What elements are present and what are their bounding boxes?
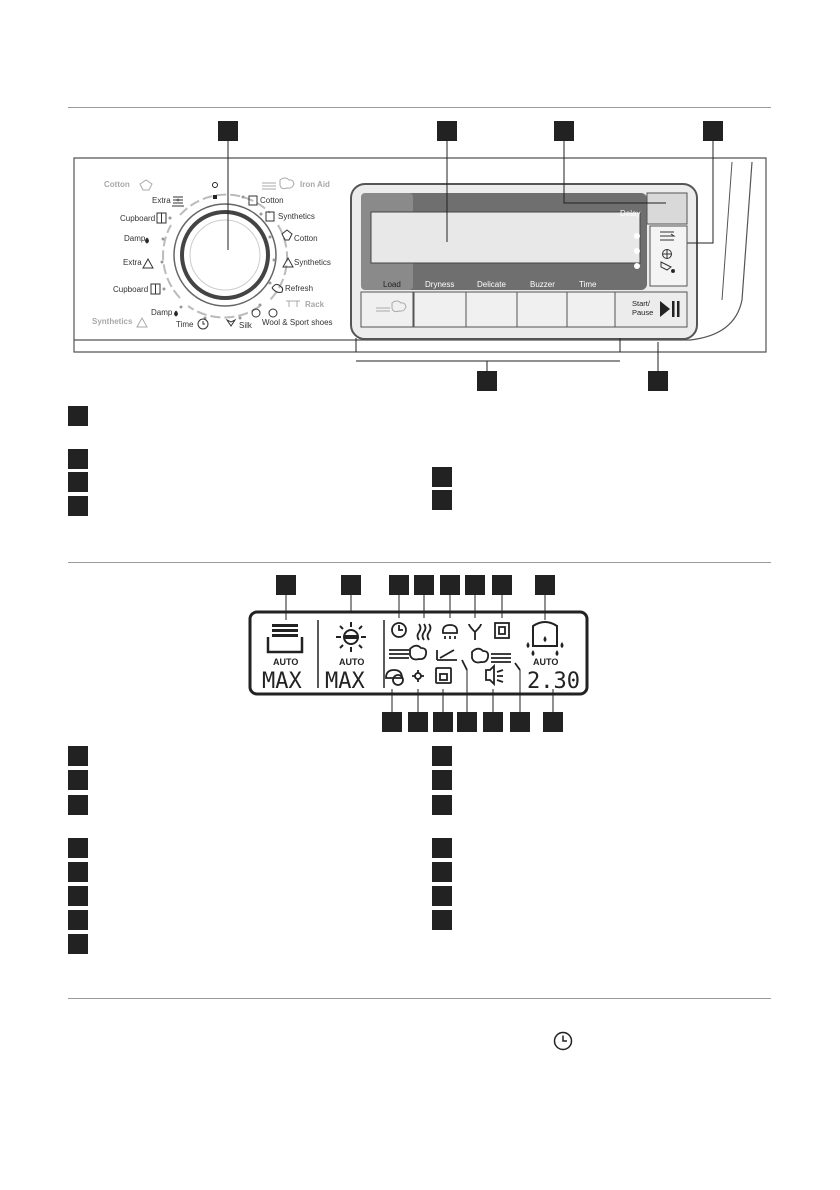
legend-marker [68, 770, 88, 790]
delicate-label: Delicate [477, 280, 506, 289]
legend-marker [432, 490, 452, 510]
legend-marker [68, 934, 88, 954]
legend-marker [68, 406, 88, 426]
legend-marker [68, 862, 88, 882]
dial-label-damp: Damp [124, 234, 146, 243]
dial-label-cotton-right-2: Cotton [294, 234, 318, 243]
callout-marker [492, 575, 512, 595]
display-auto-dryness: AUTO [339, 657, 364, 667]
callout-marker [703, 121, 723, 141]
dial-label-iron-aid: Iron Aid [300, 180, 330, 189]
callout-marker [535, 575, 555, 595]
callout-marker [440, 575, 460, 595]
legend-marker [432, 746, 452, 766]
callout-marker [554, 121, 574, 141]
legend-marker [68, 910, 88, 930]
legend-marker [68, 746, 88, 766]
callout-marker [414, 575, 434, 595]
time-label: Time [579, 280, 597, 289]
legend-marker [68, 886, 88, 906]
section-rule-bottom [68, 998, 771, 999]
callout-marker [341, 575, 361, 595]
callout-marker [457, 712, 477, 732]
section-rule-top [68, 107, 771, 108]
legend-marker [432, 795, 452, 815]
callout-marker [510, 712, 530, 732]
display-time-value: 2.30 [527, 669, 580, 694]
dial-label-cotton: Cotton [104, 180, 130, 189]
dial-label-synthetics: Synthetics [92, 317, 133, 326]
callout-marker [433, 712, 453, 732]
callout-marker [276, 575, 296, 595]
display-auto-load: AUTO [273, 657, 298, 667]
pause-label: Pause [632, 308, 653, 317]
dial-label-extra-2: Extra [123, 258, 142, 267]
dial-label-silk: Silk [239, 321, 253, 330]
dial-label-cotton-right: Cotton [260, 196, 284, 205]
callout-marker [218, 121, 238, 141]
legend-marker [432, 862, 452, 882]
legend-marker [68, 838, 88, 858]
load-label: Load [383, 280, 401, 289]
display-illustration: AUTO AUTO AUTO MAX MAX 2.30 [248, 575, 589, 732]
clock-icon [553, 1031, 573, 1051]
dryness-label: Dryness [425, 280, 454, 289]
callout-marker [483, 712, 503, 732]
legend-marker [68, 496, 88, 516]
delay-label: Delay [620, 209, 640, 218]
section-rule-middle [68, 562, 771, 563]
dial-label-time: Time [176, 320, 194, 329]
callout-marker [465, 575, 485, 595]
dial-label-cupboard: Cupboard [120, 214, 155, 223]
callout-marker [648, 371, 668, 391]
legend-marker [432, 770, 452, 790]
dial-label-synthetics-right-2: Synthetics [294, 258, 331, 267]
dial-label-damp-2: Damp [151, 308, 173, 317]
dial-label-cupboard-2: Cupboard [113, 285, 148, 294]
callout-marker [543, 712, 563, 732]
legend-marker [432, 838, 452, 858]
legend-marker [432, 910, 452, 930]
callout-marker [477, 371, 497, 391]
callout-marker [408, 712, 428, 732]
dial-label-wool: Wool & Sport shoes [262, 318, 333, 327]
dial-label-extra: Extra [152, 196, 171, 205]
start-label: Start/ [632, 299, 651, 308]
dial-label-rack: Rack [305, 300, 325, 309]
legend-marker [432, 467, 452, 487]
display-auto-time: AUTO [533, 657, 558, 667]
legend-marker [432, 886, 452, 906]
callout-marker [389, 575, 409, 595]
control-panel-illustration: Cotton Extra Cupboard Damp Extra Cupboar… [73, 121, 767, 391]
display-max-dryness: MAX [325, 669, 365, 694]
callout-marker [437, 121, 457, 141]
display-max-load: MAX [262, 669, 302, 694]
dial-label-refresh: Refresh [285, 284, 313, 293]
buzzer-label: Buzzer [530, 280, 555, 289]
legend-marker [68, 449, 88, 469]
legend-marker [68, 795, 88, 815]
dial-label-synthetics-right: Synthetics [278, 212, 315, 221]
legend-marker [68, 472, 88, 492]
callout-marker [382, 712, 402, 732]
